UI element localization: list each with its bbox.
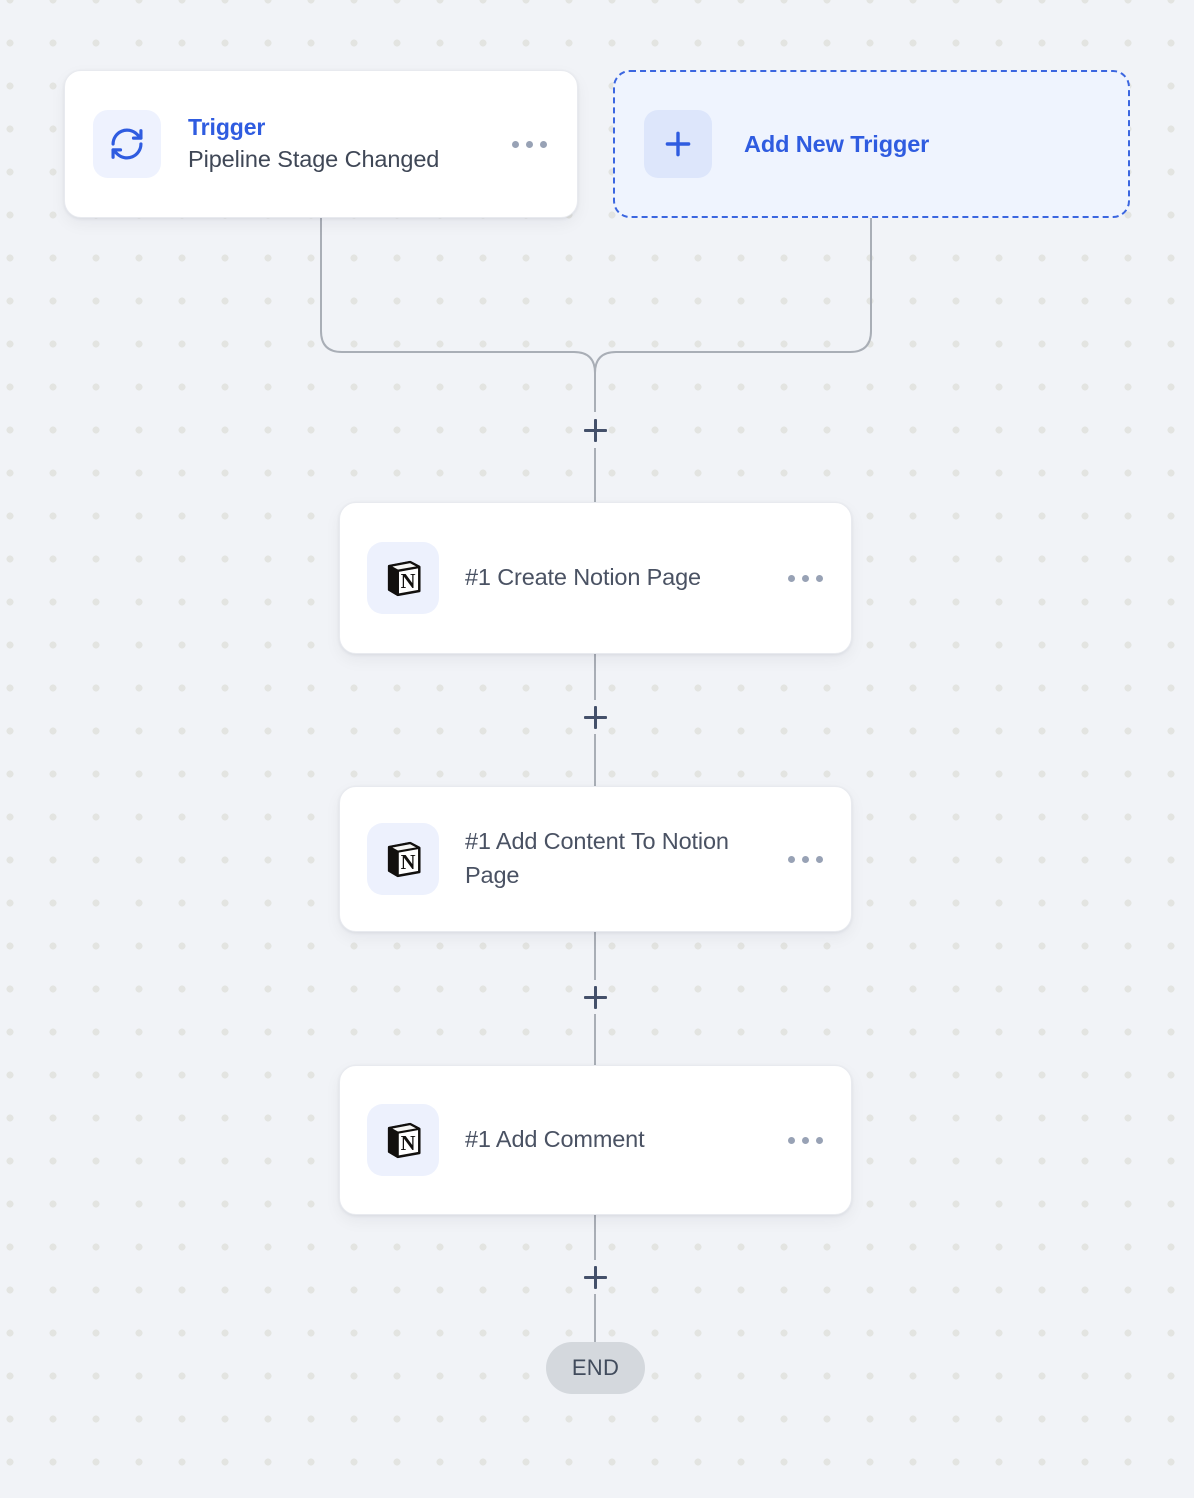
add-step-button-after-add-content-to-notion-page[interactable] — [578, 980, 612, 1014]
svg-text:N: N — [401, 571, 416, 593]
kebab-dot — [540, 140, 547, 148]
kebab-dot — [802, 855, 809, 863]
action-node-add-comment[interactable]: N #1 Add Comment — [339, 1065, 852, 1215]
action-kebab-menu-icon[interactable] — [784, 846, 827, 873]
trigger-text-block: Trigger Pipeline Stage Changed — [188, 113, 508, 175]
notion-icon: N — [367, 823, 439, 895]
trigger-kicker: Trigger — [188, 113, 266, 140]
kebab-dot — [526, 140, 533, 148]
kebab-dot — [788, 1136, 795, 1144]
action-label: #1 Add Content To Notion Page — [465, 828, 729, 888]
kebab-dot — [802, 1136, 809, 1144]
trigger-name: Pipeline Stage Changed — [188, 146, 440, 173]
trigger-node[interactable]: Trigger Pipeline Stage Changed — [64, 70, 578, 218]
action-node-create-notion-page[interactable]: N #1 Create Notion Page — [339, 502, 852, 654]
add-step-button-after-trigger[interactable] — [578, 413, 612, 447]
end-node: END — [546, 1342, 645, 1394]
kebab-dot — [802, 574, 809, 582]
trigger-kebab-menu-icon[interactable] — [508, 131, 551, 158]
notion-icon: N — [367, 1104, 439, 1176]
kebab-dot — [816, 1136, 823, 1144]
add-step-button-after-create-notion-page[interactable] — [578, 700, 612, 734]
add-step-button-after-add-comment[interactable] — [578, 1260, 612, 1294]
action-kebab-menu-icon[interactable] — [784, 565, 827, 592]
action-kebab-menu-icon[interactable] — [784, 1127, 827, 1154]
plus-icon — [644, 110, 712, 178]
action-label: #1 Create Notion Page — [465, 564, 701, 591]
add-new-trigger-node[interactable]: Add New Trigger — [613, 70, 1130, 218]
action-label: #1 Add Comment — [465, 1126, 645, 1153]
add-new-trigger-label: Add New Trigger — [744, 130, 930, 157]
kebab-dot — [512, 140, 519, 148]
kebab-dot — [816, 574, 823, 582]
kebab-dot — [816, 855, 823, 863]
kebab-dot — [788, 574, 795, 582]
svg-text:N: N — [401, 1133, 416, 1155]
sync-refresh-icon — [93, 110, 161, 178]
action-node-add-content-to-notion-page[interactable]: N #1 Add Content To Notion Page — [339, 786, 852, 932]
svg-text:N: N — [401, 852, 416, 874]
kebab-dot — [788, 855, 795, 863]
notion-icon: N — [367, 542, 439, 614]
